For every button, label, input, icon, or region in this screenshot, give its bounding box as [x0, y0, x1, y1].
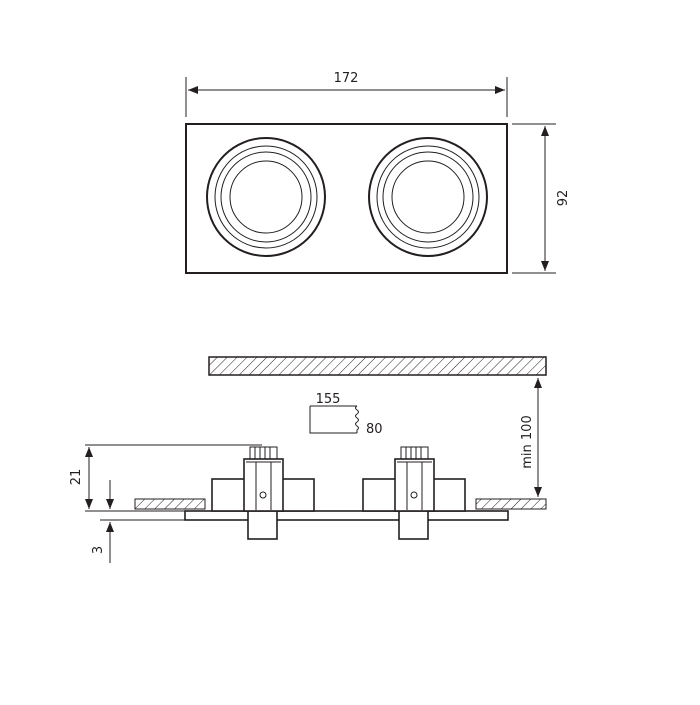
housing-outline [185, 123, 508, 274]
cutout-height-label: 80 [366, 422, 383, 437]
dimension-label-21: 21 [69, 469, 84, 486]
ceiling-board-right [475, 498, 547, 510]
lamp-left [206, 137, 326, 257]
dimension-label-3: 3 [91, 546, 106, 554]
lamp-module-right [362, 446, 466, 540]
dimension-label-min-100: min 100 [520, 415, 535, 468]
ceiling-slab [208, 356, 547, 376]
dimension-flange-thickness: 3 [85, 480, 185, 563]
dimension-body-height: 21 [69, 444, 262, 509]
trim-flange [184, 510, 509, 521]
dimension-top-width: 172 [185, 71, 508, 117]
top-view: 172 92 [185, 71, 571, 274]
lamp-right [368, 137, 488, 257]
cutout-symbol: 155 80 [309, 392, 383, 437]
dimension-top-height: 92 [512, 123, 571, 274]
lamp-module-left [211, 446, 315, 540]
dimension-ceiling-clearance: min 100 [520, 378, 542, 497]
dimension-label-172: 172 [334, 71, 359, 86]
ceiling-board-left [134, 498, 206, 510]
cutout-width-label: 155 [316, 392, 341, 407]
dimension-label-92: 92 [556, 190, 571, 207]
side-view: min 100 155 80 [69, 356, 547, 563]
